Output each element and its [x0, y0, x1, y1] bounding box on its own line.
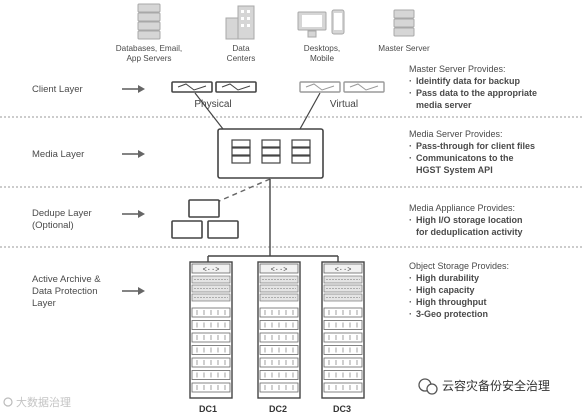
svg-text:Active Archive &: Active Archive &: [32, 274, 101, 285]
svg-text:·: ·: [409, 297, 412, 307]
media-appliance-description: Media Appliance Provides: · High I/O stor…: [409, 203, 523, 237]
storage-rack-dc1: <··>: [189, 261, 233, 399]
media-server-description: Media Server Provides: · Pass-through for…: [409, 129, 535, 175]
svg-text:·: ·: [409, 88, 412, 98]
virtual-clients: Virtual: [299, 81, 385, 110]
building-icon: [225, 5, 255, 40]
source-label-master-server: Master Server: [378, 44, 430, 53]
svg-text:3-Geo protection: 3-Geo protection: [416, 309, 488, 319]
svg-text:Object Storage Provides:: Object Storage Provides:: [409, 261, 509, 271]
media-server-icon: [231, 139, 251, 164]
arrow-right-icon: [122, 150, 145, 158]
svg-text:Layer: Layer: [32, 298, 56, 309]
svg-text:云容灾备份安全治理: 云容灾备份安全治理: [442, 378, 550, 393]
svg-text:Mobile: Mobile: [310, 54, 335, 63]
source-label-desktops: Desktops, Mobile: [304, 44, 340, 63]
svg-text:High capacity: High capacity: [416, 285, 475, 295]
watermark-left: 大数据治理: [3, 395, 71, 409]
layer-label-client: Client Layer: [32, 84, 83, 95]
svg-text:High throughput: High throughput: [416, 297, 486, 307]
server-stack-icon: [137, 3, 161, 40]
controller-icon: <··>: [203, 267, 220, 275]
svg-text:Data Protection: Data Protection: [32, 286, 97, 297]
svg-text:·: ·: [409, 273, 412, 283]
svg-text:Centers: Centers: [227, 54, 256, 63]
layer-label-media: Media Layer: [32, 149, 84, 160]
svg-text:Ideintify data for backup: Ideintify data for backup: [416, 76, 521, 86]
svg-text:(Optional): (Optional): [32, 220, 74, 231]
svg-text:Pass data to the appropriate: Pass data to the appropriate: [416, 88, 537, 98]
storage-rack-dc2: <··>: [257, 261, 301, 399]
svg-text:·: ·: [409, 215, 412, 225]
dedupe-appliance: [171, 199, 239, 239]
svg-text:·: ·: [409, 141, 412, 151]
svg-text:·: ·: [409, 153, 412, 163]
svg-text:Communicatons to the: Communicatons to the: [416, 153, 514, 163]
svg-text:Desktops,: Desktops,: [304, 44, 340, 53]
svg-text:media server: media server: [416, 100, 472, 110]
physical-clients: Physical: [171, 81, 257, 110]
controller-icon: <··>: [271, 267, 288, 275]
svg-text:Master Server Provides:: Master Server Provides:: [409, 64, 506, 74]
watermark-right: 云容灾备份安全治理: [418, 378, 550, 395]
svg-text:App Servers: App Servers: [126, 54, 171, 63]
svg-text:for deduplication activity: for deduplication activity: [416, 227, 523, 237]
arrow-right-icon: [122, 287, 145, 295]
source-label-data-centers: Data Centers: [227, 44, 256, 63]
media-server-icon: [291, 139, 311, 164]
master-server-description: Master Server Provides: · Ideintify data …: [409, 64, 537, 110]
connector-line: [299, 92, 321, 130]
svg-text:大数据治理: 大数据治理: [16, 395, 71, 409]
wechat-icon: [418, 378, 438, 395]
svg-text:High durability: High durability: [416, 273, 479, 283]
media-server-icon: [261, 139, 281, 164]
svg-text:HGST System API: HGST System API: [416, 165, 493, 175]
svg-text:High I/O storage location: High I/O storage location: [416, 215, 523, 225]
source-label-databases: Databases, Email, App Servers: [116, 44, 182, 63]
storage-rack-dc3: <··>: [321, 261, 365, 399]
svg-text:Data: Data: [232, 44, 250, 53]
controller-icon: <··>: [335, 267, 352, 275]
connector-line: [194, 92, 224, 130]
svg-text:Media Appliance Provides:: Media Appliance Provides:: [409, 203, 515, 213]
svg-text:Pass-through for client files: Pass-through for client files: [416, 141, 535, 151]
layer-label-archive: Active Archive & Data Protection Layer: [32, 274, 101, 309]
dedupe-link: [209, 178, 271, 206]
virtual-label: Virtual: [330, 99, 358, 110]
svg-text:Dedupe Layer: Dedupe Layer: [32, 208, 92, 219]
svg-text:Databases, Email,: Databases, Email,: [116, 44, 182, 53]
object-storage-description: Object Storage Provides: · High durabilit…: [409, 261, 509, 319]
arrow-right-icon: [122, 85, 145, 93]
svg-text:Media Server Provides:: Media Server Provides:: [409, 129, 503, 139]
dc2-label: DC2: [269, 404, 287, 413]
media-server-box: [217, 128, 324, 179]
master-server-icon: [393, 9, 415, 37]
arrow-right-icon: [122, 210, 145, 218]
svg-text:·: ·: [409, 76, 412, 86]
svg-text:·: ·: [409, 285, 412, 295]
dc1-label: DC1: [199, 404, 217, 413]
desktop-mobile-icon: [297, 9, 345, 38]
layer-label-dedupe: Dedupe Layer (Optional): [32, 208, 92, 231]
physical-label: Physical: [194, 99, 231, 110]
datacenter-racks: <··> <··> <··>: [189, 261, 365, 399]
svg-text:·: ·: [409, 309, 412, 319]
dc3-label: DC3: [333, 404, 351, 413]
